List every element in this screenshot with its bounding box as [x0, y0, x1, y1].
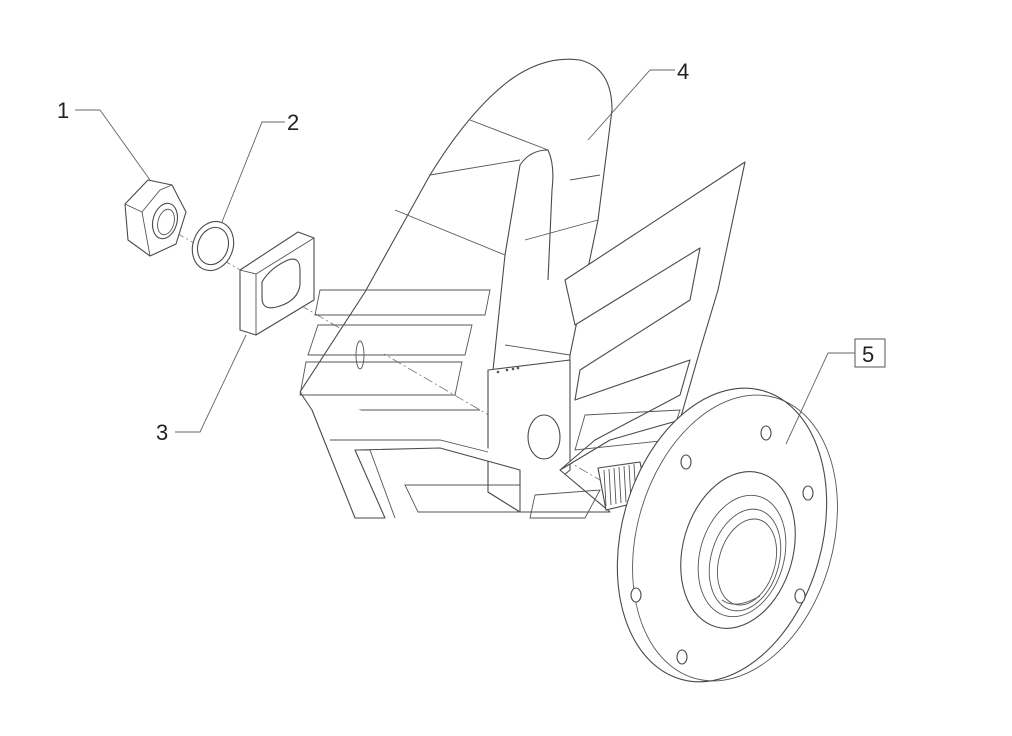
- panel-top: [314, 289, 491, 316]
- callout-label-4: 4: [677, 59, 689, 84]
- callout-box-5: [854, 338, 886, 368]
- callout-label-1: 1: [57, 98, 69, 123]
- bolt-hole: [630, 587, 642, 603]
- bracket-hole: [527, 414, 561, 460]
- plate-slot: [261, 258, 301, 309]
- bolt-hole: [760, 425, 772, 441]
- part-1-hex-nut: [124, 179, 187, 257]
- panel-middle: [307, 324, 473, 356]
- panel-lower: [299, 361, 463, 396]
- callout-label-3: 3: [156, 420, 168, 445]
- bolt-hole: [676, 649, 688, 665]
- callout-1: 1: [57, 98, 151, 181]
- callout-3: 3: [156, 334, 247, 445]
- bolt-hole: [794, 588, 806, 604]
- callout-2: 2: [221, 110, 299, 223]
- part-3-plate: [239, 231, 315, 336]
- callout-label-2: 2: [287, 110, 299, 135]
- callout-5: 5: [785, 338, 886, 445]
- part-2-washer: [191, 220, 235, 272]
- flange-inner-recess: [680, 471, 796, 629]
- callout-4: 4: [587, 59, 689, 141]
- bolt-hole: [802, 485, 814, 501]
- callout-label-5: 5: [862, 342, 874, 367]
- part-5-hub-flange: [597, 387, 838, 683]
- bolt-hole: [680, 454, 692, 470]
- part-4-bracket: [299, 58, 746, 519]
